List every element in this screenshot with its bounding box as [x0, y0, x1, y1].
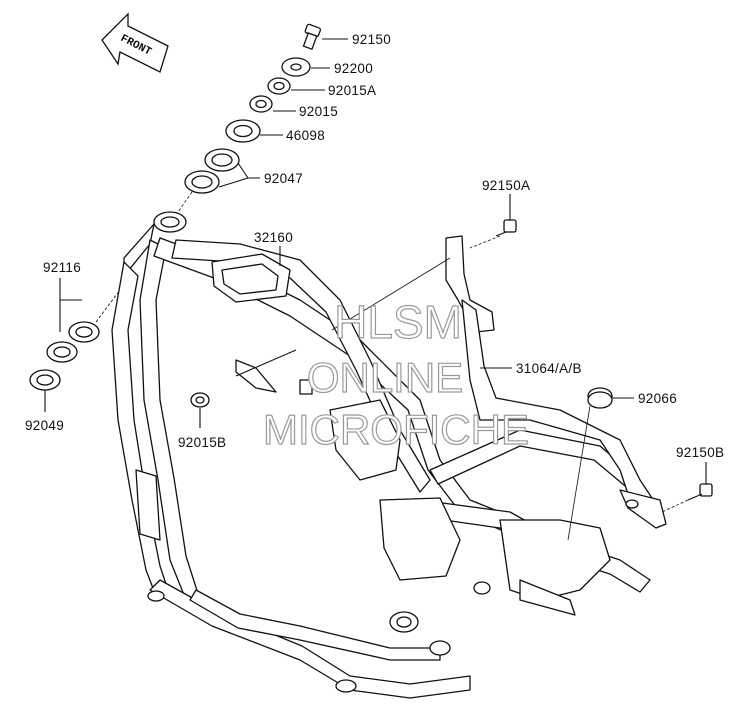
- part-labels: 92150 92200 92015A 92015 46098 92047 921…: [25, 32, 724, 460]
- washer-92200-icon: [281, 57, 311, 77]
- bolt-92150B-icon: [687, 483, 713, 501]
- motorcycle-frame-icon: [111, 211, 651, 699]
- label-92066: 92066: [638, 391, 677, 406]
- bearing-92116-lower-icon: [46, 341, 78, 363]
- watermark-line-3: MICROFICHE: [263, 406, 529, 453]
- label-46098: 46098: [286, 128, 325, 143]
- ring-46098-icon: [225, 119, 261, 143]
- watermark-line-2: ONLINE: [307, 354, 463, 401]
- label-92015B: 92015B: [178, 435, 226, 450]
- cap-92066-icon: [587, 387, 613, 409]
- label-92150: 92150: [352, 32, 391, 47]
- nut-92015B-icon: [190, 392, 210, 408]
- steering-head-parts: [175, 23, 348, 216]
- label-32160: 32160: [254, 230, 293, 245]
- watermark-line-1: HLSM: [334, 296, 462, 348]
- nut-92015A-icon: [267, 77, 291, 95]
- bolt-92150A-icon: [495, 219, 517, 237]
- label-31064: 31064/A/B: [516, 361, 582, 376]
- label-92150A: 92150A: [482, 178, 530, 193]
- label-92150B: 92150B: [676, 445, 724, 460]
- seal-92049-icon: [29, 369, 61, 391]
- label-92015: 92015: [299, 104, 338, 119]
- bearing-92047-lower-icon: [184, 170, 220, 194]
- front-arrow-icon: FRONT: [101, 12, 169, 73]
- nut-92015-icon: [249, 95, 273, 113]
- watermark: HLSM ONLINE MICROFICHE: [262, 295, 529, 453]
- label-92116: 92116: [43, 260, 81, 275]
- bracket-31064-icon: [445, 235, 667, 529]
- label-92015A: 92015A: [328, 83, 376, 98]
- lower-steering-parts: [29, 278, 121, 412]
- label-92049: 92049: [25, 418, 64, 433]
- bolt-92150-icon: [302, 23, 322, 51]
- bearing-92047-upper-icon: [204, 148, 240, 172]
- label-92200: 92200: [334, 61, 373, 76]
- label-92047: 92047: [264, 171, 303, 186]
- bearing-92116-upper-icon: [68, 321, 100, 343]
